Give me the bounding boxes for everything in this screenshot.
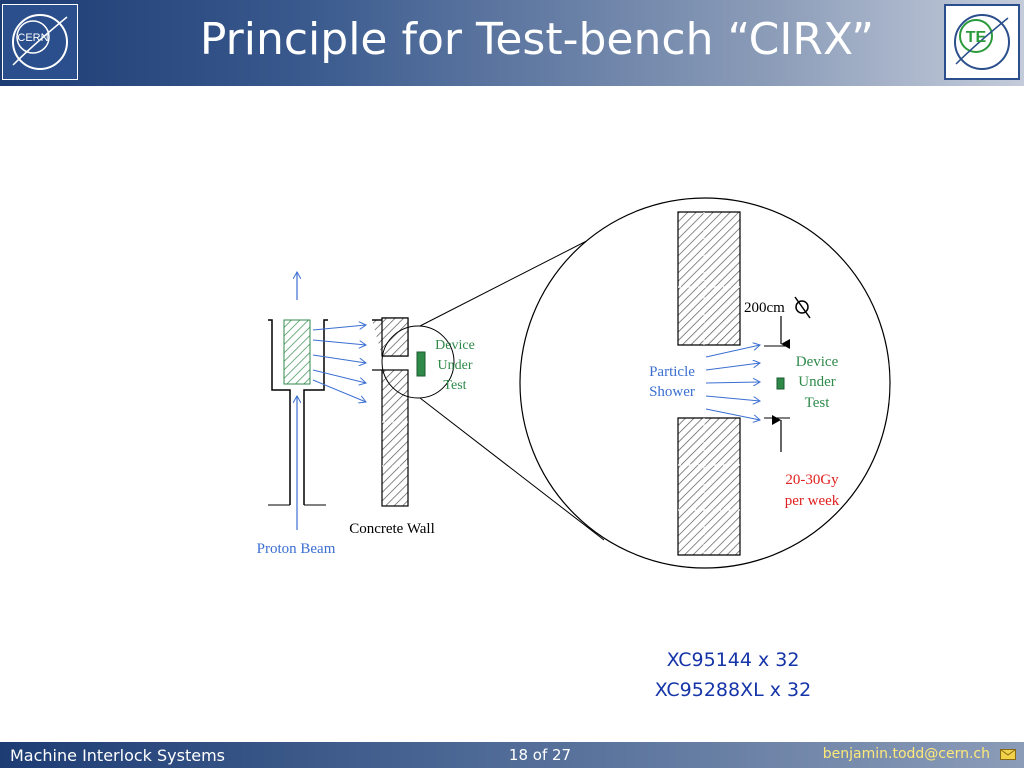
footer-title: Machine Interlock Systems (10, 746, 225, 765)
proton-beam-label: Proton Beam (257, 541, 336, 557)
cern-logo-text: CERN (17, 32, 48, 44)
dut-zoom (776, 377, 785, 390)
dose-label-1: 20-30Gy (785, 472, 839, 488)
slide-footer: Machine Interlock Systems 18 of 27 benja… (0, 742, 1024, 768)
zoom-wall (677, 211, 741, 556)
concrete-wall-label: Concrete Wall (349, 521, 435, 537)
part-line-2: XC95288XL x 32 (654, 679, 812, 701)
dut-small-label-3: Test (443, 378, 466, 393)
dose-label-2: per week (785, 493, 840, 509)
dut-small (416, 351, 426, 377)
dut-zoom-label-1: Device (796, 354, 839, 370)
target-block (283, 319, 311, 385)
shower-arrows-small (312, 325, 366, 402)
te-logo-text: TE (966, 29, 987, 46)
concrete-wall (372, 317, 409, 507)
distance-label: 200cm (744, 300, 785, 316)
diameter-icon (794, 296, 811, 319)
mail-icon[interactable] (1000, 749, 1016, 760)
dut-zoom-label-3: Test (805, 395, 831, 411)
part-line-1: XC95144 x 32 (666, 649, 800, 671)
slide-title: Principle for Test-bench “CIRX” (199, 14, 875, 65)
target-assembly (268, 319, 328, 506)
dut-zoom-label-2: Under (798, 374, 836, 390)
zoom-circle-large (519, 197, 891, 569)
zoom-line-top (419, 227, 613, 327)
shower-arrows-large (705, 345, 760, 420)
particle-shower-label-1: Particle (649, 364, 695, 380)
page-number: 18 of 27 (508, 746, 572, 764)
dut-small-label-2: Under (438, 358, 473, 373)
footer-email[interactable]: benjamin.todd@cern.ch (822, 746, 990, 762)
magnify-circle-small (381, 325, 455, 399)
particle-shower-label-2: Shower (649, 384, 695, 400)
slide-header: CERN Principle for Test-bench “CIRX” TE (0, 0, 1024, 86)
dut-small-label-1: Device (435, 338, 475, 353)
zoom-line-bottom (419, 397, 605, 541)
te-logo: TE (944, 4, 1020, 80)
cern-logo: CERN (2, 4, 78, 80)
cirx-diagram: Proton Beam Concrete Wall Device Under T… (257, 197, 891, 569)
